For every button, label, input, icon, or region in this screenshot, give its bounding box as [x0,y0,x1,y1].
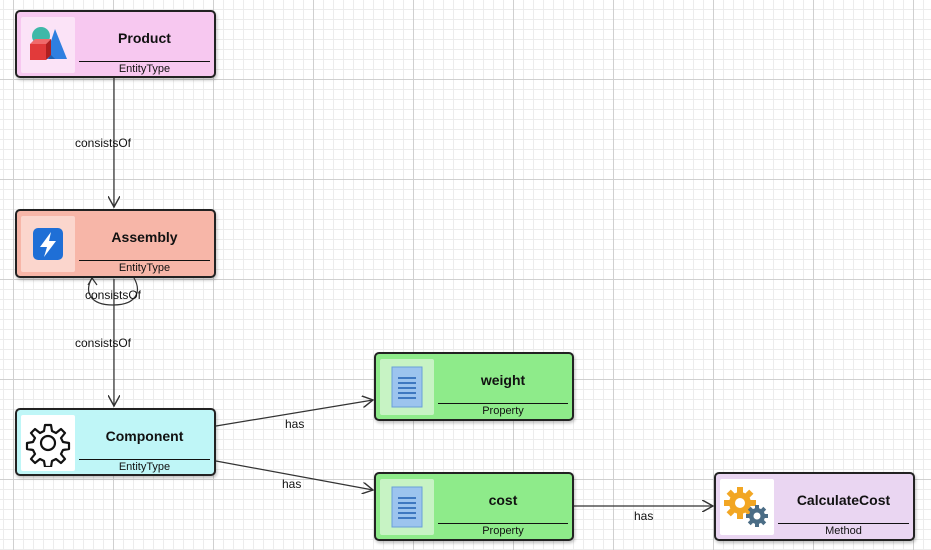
node-calculatecost[interactable]: CalculateCost Method [714,472,915,541]
node-cost[interactable]: cost Property [374,472,574,541]
node-title: weight [480,372,526,388]
divider [79,61,210,62]
node-type: EntityType [118,262,171,274]
gears-icon [720,479,774,535]
divider [438,523,568,524]
node-title: CalculateCost [796,492,891,508]
node-type: Method [825,525,862,537]
node-weight[interactable]: weight Property [374,352,574,421]
edge-label-component-weight: has [285,417,305,431]
node-title: Component [105,428,184,444]
node-title: Assembly [111,229,178,245]
node-type: EntityType [118,63,171,75]
edge-label-cost-calculate: has [634,509,654,523]
node-title: cost [488,492,518,508]
shapes-icon [21,17,75,73]
edge-label-assembly-self: consistsOf [85,288,142,302]
edge-assembly-self[interactable] [88,277,138,306]
node-type: Property [482,525,524,537]
gear-icon [21,415,75,471]
divider [79,260,210,261]
node-type: EntityType [118,461,171,473]
edge-label-component-cost: has [282,477,302,491]
edge-component-cost[interactable] [215,460,373,490]
lightning-icon [21,216,75,272]
divider [778,523,909,524]
node-title: Product [118,30,171,46]
node-component[interactable]: Component EntityType [15,408,216,476]
node-type: Property [482,405,524,417]
node-product[interactable]: Product EntityType [15,10,216,78]
divider [438,403,568,404]
document-icon [380,479,434,535]
edge-label-assembly-component: consistsOf [75,336,132,350]
edge-component-weight[interactable] [215,400,373,427]
edge-label-product-assembly: consistsOf [75,136,132,150]
divider [79,459,210,460]
node-assembly[interactable]: Assembly EntityType [15,209,216,278]
document-icon [380,359,434,415]
self-loop-arrowhead [87,276,98,286]
